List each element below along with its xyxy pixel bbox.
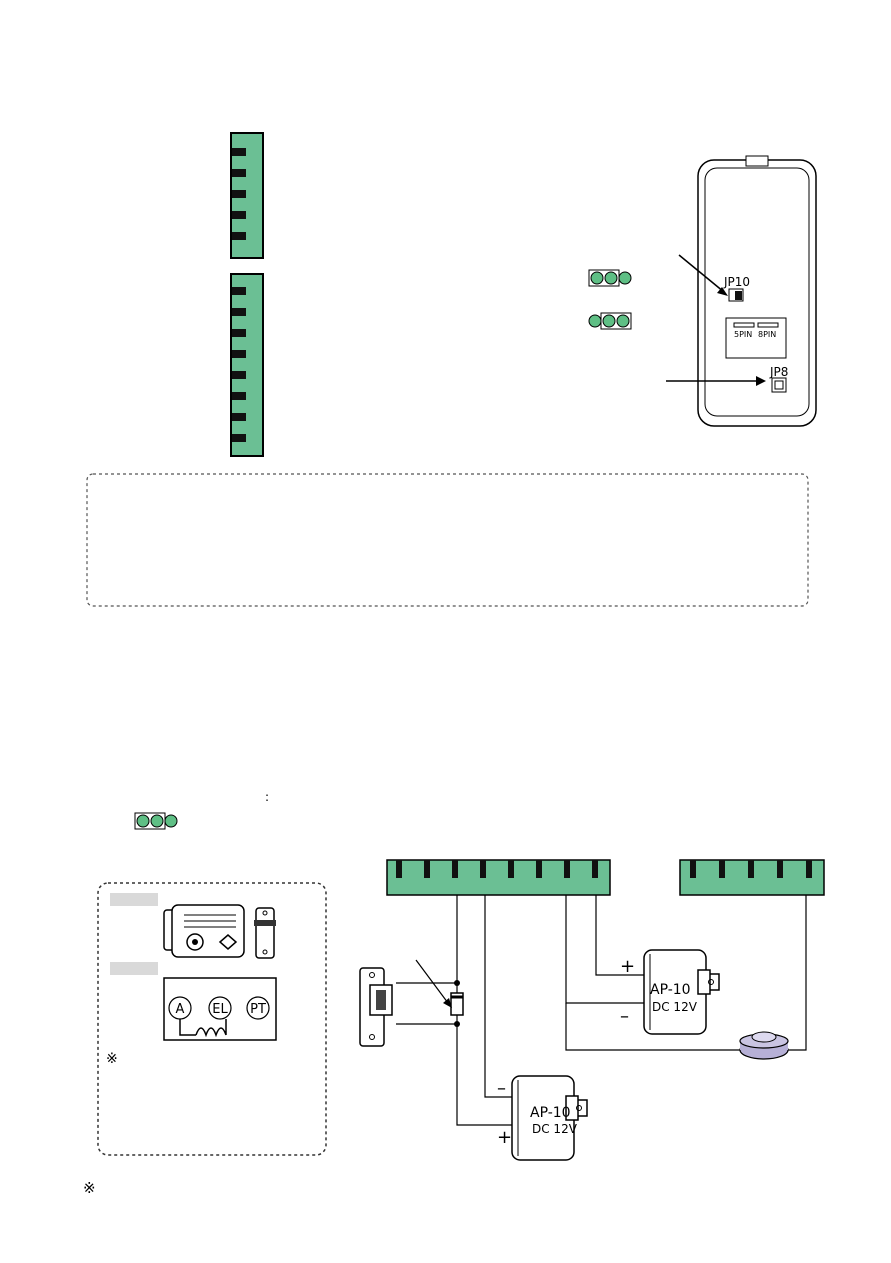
lock-inset: A EL PT ※	[97, 882, 327, 1156]
connector-5pin-label: 5PIN	[734, 330, 752, 339]
wire-upper-adapter-negative	[565, 895, 644, 1004]
lower-adapter-rating: DC 12V	[532, 1122, 578, 1136]
inset-tab-2	[110, 962, 158, 975]
wire-exit-button-a	[565, 1003, 740, 1051]
top-terminal-block	[230, 132, 264, 259]
wire-lock-negative	[484, 895, 512, 1098]
jumper-setting-right-position	[588, 312, 632, 330]
lower-adapter-plus: +	[497, 1127, 512, 1148]
connector-8pin-label: 8PIN	[758, 330, 776, 339]
jumper-setting-left-position	[588, 269, 632, 287]
jumper-setting-inline-icon	[134, 812, 178, 830]
terminal-pin	[232, 329, 246, 337]
terminal-pin	[232, 287, 246, 295]
rim-lock-illustration	[163, 904, 276, 959]
terminal-pin	[508, 860, 514, 878]
terminal-pin	[396, 860, 402, 878]
jp8-label: JP8	[769, 365, 788, 379]
wiring-left-terminal-pins	[396, 860, 598, 878]
wires	[396, 895, 807, 1126]
terminal-pin	[232, 211, 246, 219]
terminal-pin	[232, 308, 246, 316]
upper-adapter-model: AP-10	[650, 982, 691, 998]
top-terminal-pins	[232, 148, 246, 240]
terminal-pin	[232, 434, 246, 442]
lower-power-adapter: AP-10 DC 12V	[511, 1075, 588, 1161]
terminal-pin	[424, 860, 430, 878]
inset-note-mark: ※	[106, 1051, 118, 1067]
middle-terminal-pins	[232, 287, 246, 442]
terminal-pin	[536, 860, 542, 878]
terminal-pin	[232, 190, 246, 198]
jp10-label: JP10	[723, 275, 750, 289]
terminal-pin	[777, 860, 783, 878]
jp10-pointer-arrow	[678, 254, 728, 296]
lower-adapter-model: AP-10	[530, 1105, 571, 1121]
terminal-el-label: EL	[212, 1002, 228, 1017]
terminal-pin	[748, 860, 754, 878]
terminal-pt-label: PT	[250, 1002, 266, 1017]
terminal-pin	[480, 860, 486, 878]
terminal-pin	[232, 232, 246, 240]
terminal-pin	[232, 413, 246, 421]
terminal-pin	[232, 392, 246, 400]
terminal-pin	[564, 860, 570, 878]
terminal-pin	[806, 860, 812, 878]
inset-tab-1	[110, 893, 158, 906]
device-back-view: JP10 5PIN 8PIN JP8	[697, 155, 817, 427]
note-box	[86, 473, 809, 607]
upper-power-adapter: AP-10 DC 12V	[643, 949, 720, 1035]
terminal-pin	[719, 860, 725, 878]
terminal-pin	[592, 860, 598, 878]
terminal-pin	[452, 860, 458, 878]
lock-terminal-schematic: A EL PT	[163, 977, 277, 1041]
diode-component	[415, 959, 464, 1016]
jp8-pointer-arrow	[666, 376, 766, 386]
colon-fragment: :	[265, 790, 269, 804]
wiring-left-terminal-block	[386, 859, 611, 896]
wiring-right-terminal-block	[679, 859, 825, 896]
wiring-right-terminal-pins	[690, 860, 812, 878]
wire-exit-button-b	[788, 895, 807, 1051]
terminal-pin	[232, 350, 246, 358]
middle-terminal-block	[230, 273, 264, 457]
wire-upper-adapter-positive	[595, 895, 644, 976]
bottom-note-mark: ※	[83, 1179, 96, 1197]
jp8-jumper	[771, 377, 787, 393]
terminal-pin	[232, 169, 246, 177]
terminal-pin	[690, 860, 696, 878]
terminal-pin	[232, 148, 246, 156]
electric-strike-illustration	[359, 967, 393, 1047]
upper-adapter-plus: +	[620, 956, 635, 977]
upper-adapter-minus: –	[620, 1006, 629, 1027]
lower-adapter-minus: –	[497, 1078, 506, 1099]
exit-button-illustration	[739, 1031, 789, 1060]
wire-lock-positive	[456, 895, 512, 1126]
terminal-a-label: A	[176, 1002, 185, 1017]
terminal-pin	[232, 371, 246, 379]
upper-adapter-rating: DC 12V	[652, 1000, 698, 1014]
